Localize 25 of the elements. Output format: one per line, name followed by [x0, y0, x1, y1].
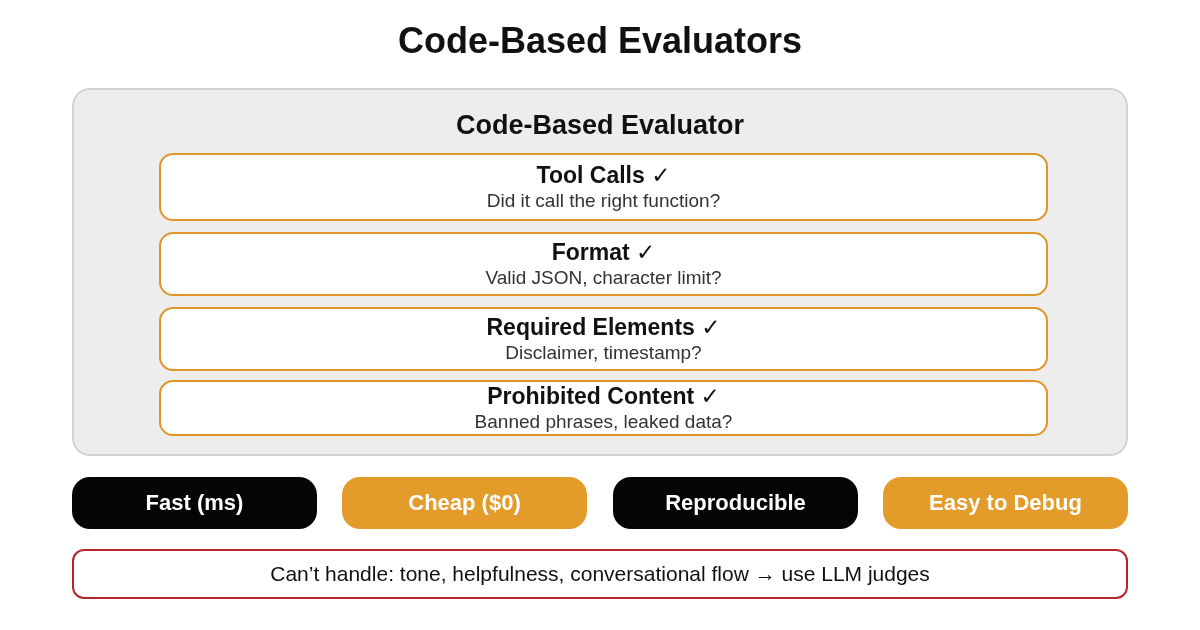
pill-label: Cheap ($0): [408, 490, 521, 515]
diagram-title: Code-Based Evaluators: [396, 20, 804, 62]
evaluator-panel: [72, 88, 1128, 456]
check-card: [159, 153, 1048, 221]
limitation-note: [72, 549, 1128, 599]
check-heading: Tool Calls ✓: [536, 162, 671, 189]
property-pill: [613, 477, 858, 529]
check-heading: Prohibited Content ✓: [487, 383, 720, 410]
check-card: [159, 307, 1048, 371]
check-description: Did it call the right function?: [486, 189, 721, 212]
check-description: Disclaimer, timestamp?: [505, 341, 702, 364]
property-pill: [883, 477, 1128, 529]
property-pill: [342, 477, 587, 529]
pill-label: Fast (ms): [145, 490, 244, 515]
check-card: [159, 232, 1048, 296]
pill-label: Reproducible: [665, 490, 806, 515]
check-description: Valid JSON, character limit?: [485, 266, 722, 289]
note-text: Can’t handle: tone, helpfulness, conversational flow → use LLM judges: [270, 562, 930, 585]
check-card: [159, 380, 1048, 436]
property-pill: [72, 477, 317, 529]
check-heading: Format ✓: [551, 239, 656, 266]
check-description: Banned phrases, leaked data?: [474, 410, 733, 433]
panel-heading: Code-Based Evaluator: [455, 110, 745, 141]
pill-label: Easy to Debug: [929, 490, 1082, 515]
check-heading: Required Elements ✓: [486, 314, 721, 341]
